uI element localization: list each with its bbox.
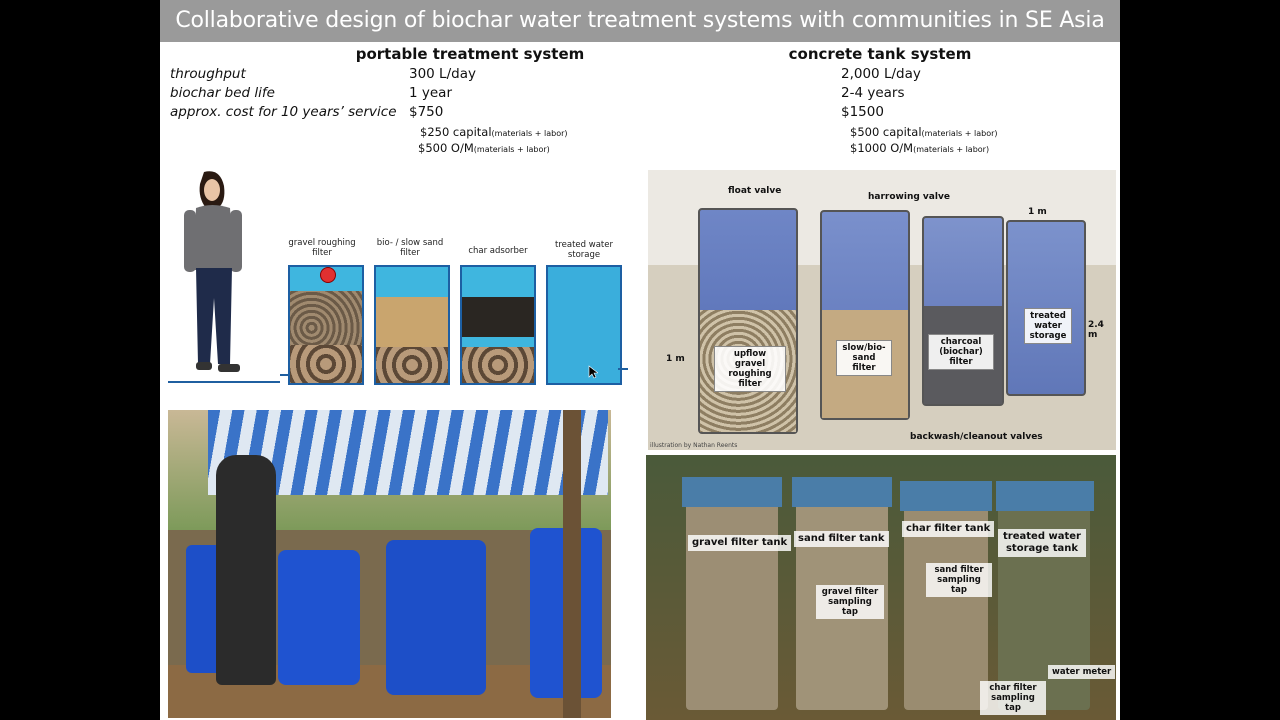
char-adsorber-tank — [460, 265, 536, 385]
concrete-om-text: $1000 O/M — [850, 141, 914, 155]
barrel-3 — [386, 540, 486, 695]
ground-line — [168, 381, 280, 383]
throughput-label: throughput — [170, 66, 246, 82]
charcoal-tank — [922, 216, 1004, 406]
concrete-illustration: float valve harrowing valve 1 m 1 m 2.4 … — [648, 170, 1116, 450]
upflow-tank — [698, 208, 798, 434]
sand-tank-label: sand filter tank — [794, 531, 889, 547]
backwash-label: backwash/cleanout valves — [910, 432, 1043, 442]
bio-sand-tank — [374, 265, 450, 385]
char-tank-label: char filter tank — [902, 521, 995, 537]
portable-heading: portable treatment system — [355, 45, 585, 63]
concrete-photo: gravel filter tank sand filter tank char… — [646, 455, 1116, 720]
outlet-pipe — [618, 368, 628, 370]
concrete-om: $1000 O/M(materials + labor) — [850, 141, 989, 155]
concrete-throughput: 2,000 L/day — [841, 66, 921, 82]
charcoal-label: charcoal (biochar) filter — [928, 334, 994, 370]
concrete-cost: $1500 — [841, 104, 884, 120]
concrete-bed-life: 2-4 years — [841, 85, 905, 101]
harrowing-valve-label: harrowing valve — [868, 192, 950, 202]
width-label: 1 m — [1028, 207, 1047, 217]
portable-om: $500 O/M(materials + labor) — [418, 141, 550, 155]
char-concrete-tank — [904, 485, 988, 710]
concrete-heading: concrete tank system — [788, 45, 972, 63]
credit-label: illustration by Nathan Reents — [650, 442, 738, 449]
gravel-tank-label: gravel filter tank — [688, 535, 792, 551]
barrel-2 — [278, 550, 360, 685]
person-figure — [184, 171, 242, 372]
height-right-label: 2.4 m — [1088, 320, 1104, 340]
gravel-tap-label: gravel filter sampling tap — [816, 585, 884, 619]
slow-bio-label: slow/bio-sand filter — [836, 340, 892, 376]
slide: Collaborative design of biochar water tr… — [160, 0, 1120, 720]
treated-tank-label: treated water storage tank — [998, 529, 1086, 557]
portable-bed-life: 1 year — [409, 85, 452, 101]
height-left-label: 1 m — [666, 354, 685, 364]
portable-capital: $250 capital(materials + labor) — [420, 125, 568, 139]
char-tap-label: char filter sampling tap — [980, 681, 1046, 715]
upflow-label: upflow gravel roughing filter — [714, 346, 786, 392]
portable-cost: $750 — [409, 104, 444, 120]
char-adsorber-caption: char adsorber — [468, 246, 528, 256]
treated-storage-caption: treated water storage — [555, 240, 613, 260]
slide-title: Collaborative design of biochar water tr… — [175, 8, 1105, 33]
inlet-pipe — [280, 374, 288, 376]
portable-capital-text: $250 capital — [420, 125, 492, 139]
concrete-om-note: (materials + labor) — [913, 145, 990, 154]
person-in-photo — [216, 455, 276, 685]
treated-storage-tank — [546, 265, 622, 385]
portable-om-note: (materials + labor) — [473, 145, 550, 154]
portable-capital-note: (materials + labor) — [491, 129, 568, 138]
portable-throughput: 300 L/day — [409, 66, 476, 82]
sand-tap-label: sand filter sampling tap — [926, 563, 992, 597]
concrete-capital: $500 capital(materials + labor) — [850, 125, 998, 139]
concrete-capital-note: (materials + labor) — [921, 129, 998, 138]
title-bar: Collaborative design of biochar water tr… — [160, 0, 1120, 42]
gravel-roughing-tank — [288, 265, 364, 385]
float-valve-label: float valve — [728, 186, 782, 196]
barrel-photo — [168, 410, 611, 718]
portable-om-text: $500 O/M — [418, 141, 474, 155]
cost-label: approx. cost for 10 years’ service — [170, 104, 397, 120]
gravel-roughing-caption: gravel roughing filter — [288, 238, 356, 258]
mouse-cursor-icon — [588, 365, 598, 379]
water-meter-label: water meter — [1048, 665, 1116, 679]
bed-life-label: biochar bed life — [170, 85, 275, 101]
concrete-capital-text: $500 capital — [850, 125, 922, 139]
slow-sand-tank — [820, 210, 910, 420]
treated-label: treated water storage — [1024, 308, 1072, 344]
bio-sand-caption: bio- / slow sand filter — [376, 238, 444, 258]
gravel-concrete-tank — [686, 485, 778, 710]
